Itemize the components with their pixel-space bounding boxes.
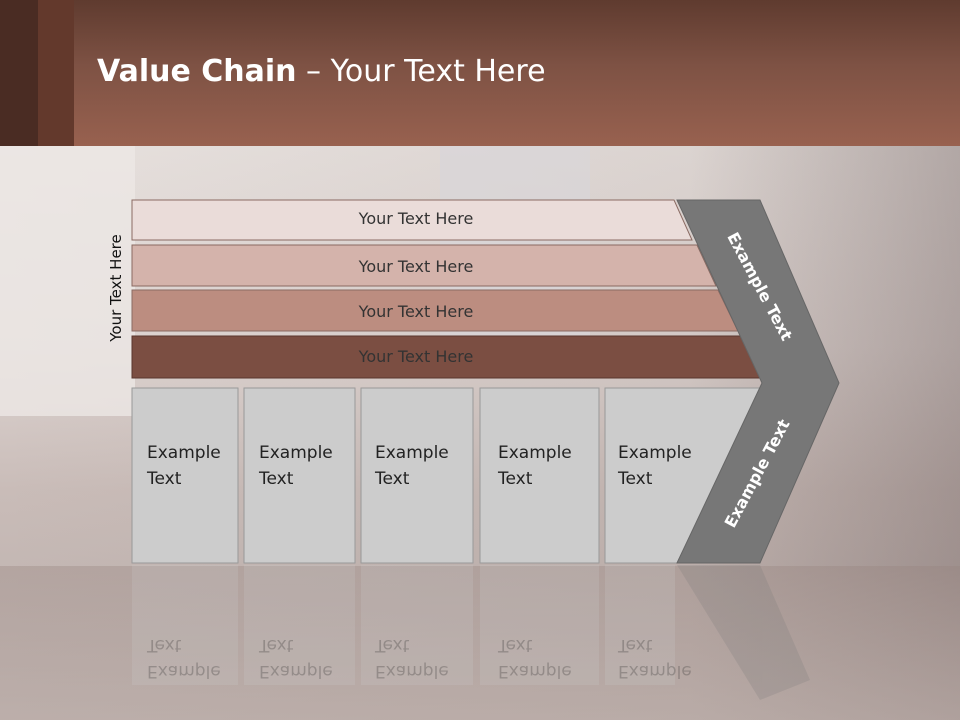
title-rest: – Your Text Here: [296, 54, 546, 89]
box-5-reflection: [605, 565, 675, 685]
box-2[interactable]: [243, 387, 356, 564]
box-1-text-reflection: Example Text: [147, 632, 221, 684]
box-5-line2: Text: [618, 469, 653, 489]
box-1-line1: Example: [147, 443, 221, 463]
box-3[interactable]: [360, 387, 474, 564]
box-1-reflection-line2: Text: [147, 635, 182, 655]
box-3-line2: Text: [375, 469, 410, 489]
box-2-line1: Example: [259, 443, 333, 463]
background-window: [0, 146, 135, 416]
box-3-reflection: [361, 565, 473, 685]
box-3-text-reflection: Example Text: [375, 632, 449, 684]
box-1[interactable]: [131, 387, 239, 564]
box-4-reflection-line1: Example: [498, 661, 572, 681]
bar-2-label: Your Text Here: [358, 257, 474, 276]
title-bold: Value Chain: [97, 54, 297, 89]
bar-1-label: Your Text Here: [358, 209, 474, 228]
bar-1[interactable]: [131, 199, 693, 241]
box-4-line2: Text: [498, 469, 533, 489]
box-3-reflection-line2: Text: [375, 635, 410, 655]
bar-3-label: Your Text Here: [358, 302, 474, 321]
box-2-reflection-line1: Example: [259, 661, 333, 681]
box-2-text-reflection: Example Text: [259, 632, 333, 684]
box-2-line2: Text: [259, 469, 294, 489]
box-5-text-reflection: Example Text: [618, 632, 692, 684]
box-4-text-reflection: Example Text: [498, 632, 572, 684]
box-4-reflection-line2: Text: [498, 635, 533, 655]
chevron-arrow[interactable]: [676, 199, 840, 564]
box-1-reflection-line1: Example: [147, 661, 221, 681]
box-5-line1: Example: [618, 443, 692, 463]
box-2-reflection: [244, 565, 355, 685]
slide-title[interactable]: Value Chain – Your Text Here: [97, 54, 546, 89]
box-5-reflection-line2: Text: [618, 635, 653, 655]
box-2-reflection-line2: Text: [259, 635, 294, 655]
box-3-reflection-line1: Example: [375, 661, 449, 681]
header-accent-dark: [0, 0, 38, 146]
bar-2[interactable]: [131, 244, 717, 287]
background-floor: [0, 566, 960, 720]
box-4[interactable]: [479, 387, 600, 564]
box-4-reflection: [480, 565, 599, 685]
reflection-group: [132, 565, 810, 700]
box-3-line1: Example: [375, 443, 449, 463]
box-1-reflection: [132, 565, 238, 685]
bar-4-label: Your Text Here: [358, 347, 474, 366]
title-bar: Value Chain – Your Text Here: [0, 0, 960, 146]
box-1-line2: Text: [147, 469, 182, 489]
box-4-line1: Example: [498, 443, 572, 463]
chevron-reflection: [677, 565, 810, 700]
header-accent-mid: [38, 0, 74, 146]
box-5-reflection-line1: Example: [618, 661, 692, 681]
